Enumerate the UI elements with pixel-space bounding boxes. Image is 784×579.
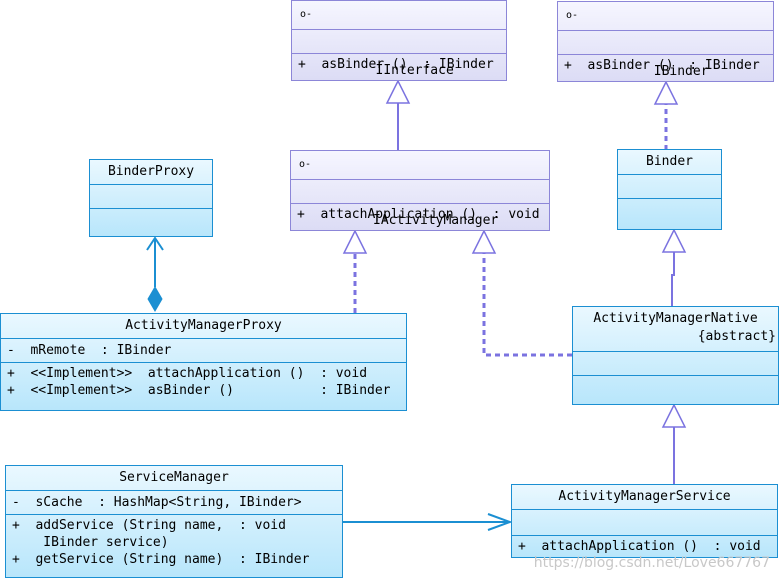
class-binderproxy-name: BinderProxy: [107, 164, 195, 179]
class-activitymanagerservice-attributes: [512, 509, 777, 535]
class-activitymanagerservice-operations: + attachApplication () : void: [512, 535, 777, 557]
class-activitymanagerservice[interactable]: ActivityManagerService + attachApplicati…: [511, 484, 778, 558]
interface-icon: o-: [300, 9, 313, 20]
class-ibinder-name-row: o- IBinder: [558, 2, 773, 80]
class-ibinder[interactable]: o- IBinder + asBinder () : IBinder: [557, 1, 774, 82]
class-iinterface-name: IInterface: [375, 63, 454, 78]
operation: + attachApplication () : void: [518, 539, 761, 554]
class-activitymanagernative-name-row: ActivityManagerNative {abstract}: [573, 307, 778, 351]
operation: + <<Implement>> attachApplication () : v…: [7, 366, 368, 381]
operation: + getService (String name) : IBinder: [12, 552, 310, 567]
class-binderproxy-attributes: [90, 184, 212, 208]
class-activitymanagerproxy-attributes: - mRemote : IBinder: [1, 338, 406, 362]
class-servicemanager-attributes: - sCache : HashMap<String, IBinder>: [6, 490, 342, 514]
attribute: - sCache : HashMap<String, IBinder>: [12, 495, 302, 510]
class-activitymanagerproxy[interactable]: ActivityManagerProxy - mRemote : IBinder…: [0, 313, 407, 411]
class-servicemanager-operations: + addService (String name, : void IBinde…: [6, 514, 342, 570]
class-iactivitymanager-name-row: o- IActivityManager: [291, 151, 549, 229]
class-iactivitymanager-operations: + attachApplication () : void: [291, 203, 549, 225]
class-activitymanagerproxy-operations: + <<Implement>> attachApplication () : v…: [1, 362, 406, 401]
class-binder-operations: [618, 198, 721, 229]
class-binder[interactable]: Binder: [617, 149, 722, 230]
activitymanagerproxy-implements-iactivitymanager: [342, 229, 368, 313]
class-binderproxy[interactable]: BinderProxy: [89, 159, 213, 237]
operation: + addService (String name, : void: [12, 518, 286, 533]
class-activitymanagernative-name: ActivityManagerNative: [593, 311, 758, 326]
class-servicemanager[interactable]: ServiceManager - sCache : HashMap<String…: [5, 465, 343, 578]
operation: + <<Implement>> asBinder () : IBinder: [7, 383, 391, 398]
operation: + asBinder () : IBinder: [298, 57, 494, 72]
class-binderproxy-operations: [90, 208, 212, 236]
binder-implements-ibinder: [653, 80, 679, 150]
class-iinterface[interactable]: o- IInterface + asBinder () : IBinder: [291, 0, 507, 81]
activitymanagernative-implements-iactivitymanager: [471, 229, 572, 357]
class-activitymanagernative-operations: [573, 375, 778, 404]
class-iinterface-name-row: o- IInterface: [292, 1, 506, 79]
interface-icon: o-: [299, 159, 312, 170]
iactivitymanager-extends-iinterface: [385, 79, 411, 151]
operation: + attachApplication () : void: [297, 207, 540, 222]
interface-icon: o-: [566, 10, 579, 21]
class-activitymanagernative-stereotype: {abstract}: [697, 329, 776, 344]
activitymanagerservice-extends-activitymanagernative: [661, 403, 687, 484]
activitymanagerproxy-composes-binderproxy: [146, 236, 164, 312]
class-iactivitymanager-name: IActivityManager: [373, 213, 499, 228]
class-activitymanagernative-attributes: [573, 351, 778, 375]
class-binder-name: Binder: [646, 154, 693, 169]
class-servicemanager-name: ServiceManager: [119, 470, 229, 485]
class-iinterface-attributes: [292, 29, 506, 53]
watermark: https://blog.csdn.net/Love667767: [533, 555, 770, 571]
class-ibinder-attributes: [558, 30, 773, 54]
class-ibinder-operations: + asBinder () : IBinder: [558, 54, 773, 76]
servicemanager-associates-activitymanagerservice: [343, 513, 513, 531]
class-iactivitymanager[interactable]: o- IActivityManager + attachApplication …: [290, 150, 550, 231]
class-iinterface-operations: + asBinder () : IBinder: [292, 53, 506, 75]
operation: + asBinder () : IBinder: [564, 58, 760, 73]
activitymanagernative-extends-binder: [661, 228, 687, 306]
class-activitymanagerproxy-name: ActivityManagerProxy: [125, 318, 282, 333]
class-activitymanagernative[interactable]: ActivityManagerNative {abstract}: [572, 306, 779, 405]
class-iactivitymanager-attributes: [291, 179, 549, 203]
class-binder-attributes: [618, 174, 721, 198]
operation: IBinder service): [12, 535, 169, 550]
class-activitymanagerservice-name: ActivityManagerService: [558, 489, 731, 504]
attribute: - mRemote : IBinder: [7, 343, 172, 358]
class-ibinder-name: IBinder: [653, 64, 709, 79]
